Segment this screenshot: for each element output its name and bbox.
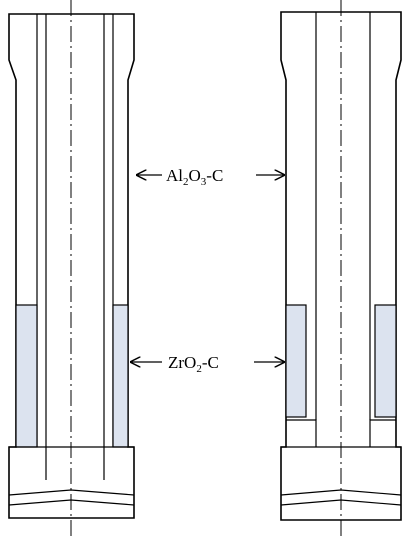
left-nozzle — [8, 0, 135, 540]
right-zro2-band-left — [285, 304, 307, 418]
alumina-carbon-callout: Al2O3-C — [137, 166, 284, 188]
right-nozzle — [280, 0, 402, 540]
zirconia-carbon-label: ZrO2-C — [168, 353, 219, 375]
alumina-carbon-label: Al2O3-C — [166, 166, 223, 188]
right-lower-taper-left — [286, 419, 317, 447]
right-lower-taper-right — [369, 419, 396, 447]
right-nozzle-outline — [280, 11, 402, 521]
left-nozzle-outline — [8, 13, 135, 519]
left-zro2-band-right — [112, 304, 129, 448]
left-zro2-band-left — [15, 304, 38, 448]
right-zro2-band-right — [374, 304, 397, 418]
zirconia-carbon-callout: ZrO2-C — [131, 353, 284, 375]
